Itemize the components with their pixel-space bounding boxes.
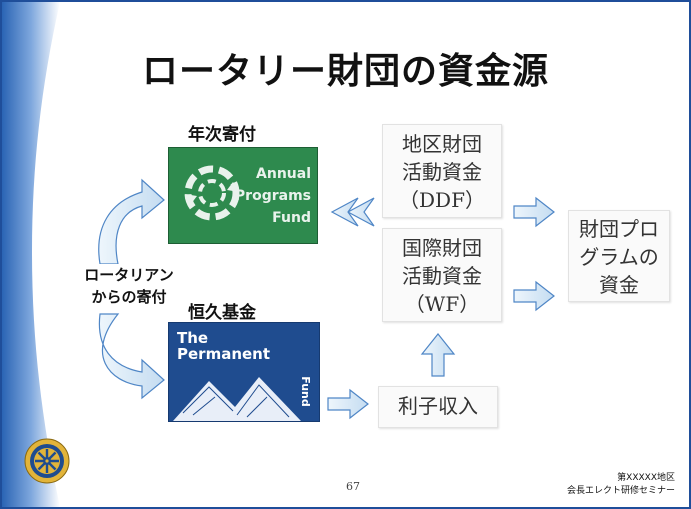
wf-line3: （WF） (404, 292, 480, 316)
annual-logo-line3: Fund (272, 210, 311, 226)
cycle-arrows-icon (184, 165, 240, 221)
footer-line2: 会長エレクト研修セミナー (566, 486, 675, 496)
donation-line1: ロータリアン (84, 266, 174, 284)
page-number: 67 (346, 480, 360, 493)
up-arrow-icon (420, 333, 456, 377)
ddf-line3: （DDF） (399, 188, 485, 212)
curved-arrow-down-icon (98, 313, 165, 400)
program-funding-box: 財団プロ グラムの 資金 (568, 210, 670, 302)
footer-line1: 第XXXXX地区 (617, 473, 675, 483)
left-decorative-band (2, 2, 60, 507)
chevron-left-arrow-icon (346, 197, 375, 227)
footer-text: 第XXXXX地区 会長エレクト研修セミナー (567, 472, 675, 498)
curved-arrow-up-icon (98, 178, 165, 265)
annual-programs-fund-logo: Annual Programs Fund (168, 147, 318, 244)
wf-box: 国際財団 活動資金 （WF） (382, 228, 502, 322)
rotarian-donation-label: ロータリアン からの寄付 (76, 264, 182, 312)
wf-line1: 国際財団 (402, 236, 482, 260)
donation-line2: からの寄付 (91, 288, 167, 306)
program-line3: 資金 (599, 273, 639, 297)
annual-logo-line2: Programs (234, 188, 311, 204)
ddf-line1: 地区財団 (402, 132, 482, 156)
permanent-fund-label: 恒久基金 (188, 303, 256, 323)
right-arrow-wf-icon (513, 280, 555, 312)
permanent-logo-line2: Permanent (177, 345, 271, 363)
annual-giving-label: 年次寄付 (188, 125, 256, 145)
interest-label: 利子収入 (398, 394, 478, 418)
permanent-fund-logo: The Permanent Fund (168, 322, 320, 422)
right-arrow-ddf-icon (513, 196, 555, 228)
right-arrow-interest-icon (327, 388, 369, 420)
program-line1: 財団プロ (579, 217, 659, 241)
permanent-logo-line1: The (177, 329, 209, 347)
ddf-line2: 活動資金 (402, 160, 482, 184)
mountain-icon (173, 377, 301, 421)
slide-title: ロータリー財団の資金源 (142, 51, 550, 92)
ddf-box: 地区財団 活動資金 （DDF） (382, 124, 502, 218)
interest-income-box: 利子収入 (378, 386, 498, 428)
wf-line2: 活動資金 (402, 264, 482, 288)
program-line2: グラムの (579, 245, 659, 269)
rotary-wheel-logo-icon (24, 438, 70, 484)
annual-logo-line1: Annual (256, 166, 311, 182)
